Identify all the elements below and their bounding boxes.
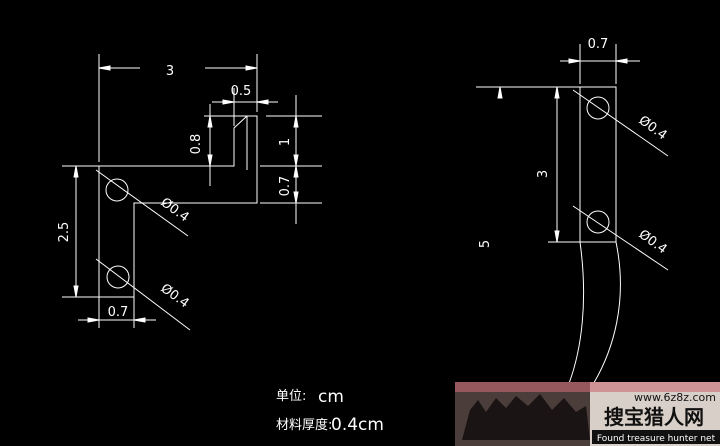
- left-part: [62, 54, 322, 331]
- bottom-dim-arrow-right: [133, 317, 146, 323]
- notch-dim-arrow-right: [256, 99, 269, 105]
- height-dim-arrow-top: [73, 165, 79, 178]
- thickness-value: 0.4cm: [331, 415, 384, 435]
- right-upper-dim-label: 1: [278, 138, 293, 146]
- right-part: [476, 44, 669, 387]
- notch-height-arrow-top: [207, 115, 213, 128]
- right-lower-hole: [586, 210, 610, 234]
- right-top-dim-arrow-right: [615, 58, 628, 64]
- thickness-label: 材料厚度:: [276, 417, 332, 433]
- watermark-tagline: Found treasure hunter net: [597, 434, 716, 444]
- left-lower-hole-leader: [95, 258, 191, 331]
- notch-dim-arrow-left: [222, 99, 235, 105]
- right-lower-hole-leader: [572, 205, 669, 271]
- right-upper-hole: [586, 96, 610, 120]
- left-lower-hole: [106, 265, 130, 289]
- right-top-dim-label: 0.7: [588, 37, 609, 52]
- hole-spacing-arrow-top: [554, 86, 560, 99]
- watermark-url: www.6z8z.com: [634, 391, 716, 404]
- watermark-sky-band: [455, 382, 720, 392]
- left-upper-hole: [105, 178, 129, 202]
- watermark-brand: 搜宝猎人网: [604, 405, 704, 429]
- right-total-height-label: 5: [478, 240, 493, 248]
- total-height-arrow-top: [497, 86, 503, 99]
- right-dim-arrow-2: [293, 154, 299, 167]
- right-part-rect: [579, 86, 617, 243]
- left-upper-hole-leader: [95, 169, 189, 237]
- unit-label: 单位:: [276, 389, 306, 404]
- left-part-outline: [98, 115, 258, 298]
- height-dim-arrow-bot: [73, 285, 79, 298]
- watermark-silhouette: [462, 394, 590, 440]
- left-top-dim-arrow-left: [98, 65, 111, 71]
- right-dim-arrow-3: [293, 165, 299, 178]
- right-dim-arrow-4: [293, 191, 299, 204]
- notch-height-arrow-bot: [207, 154, 213, 167]
- left-dim-width-label: 3: [166, 64, 174, 79]
- left-height-dim-label: 2.5: [57, 222, 72, 243]
- left-top-dim-arrow-right: [245, 65, 258, 71]
- left-bottom-dim-label: 0.7: [108, 305, 129, 320]
- watermark-tagline-bar: [592, 430, 720, 444]
- bottom-dim-arrow-left: [87, 317, 100, 323]
- watermark-badge: www.6z8z.com 搜宝猎人网 Found treasure hunter…: [455, 382, 720, 446]
- unit-value: cm: [318, 387, 344, 407]
- notch-dim-label: 0.5: [231, 84, 252, 99]
- right-upper-hole-leader: [572, 89, 669, 157]
- notch-height-label: 0.8: [189, 134, 204, 155]
- right-dim-arrow-1: [293, 115, 299, 128]
- right-lower-dim-label: 0.7: [278, 176, 293, 197]
- right-top-dim-arrow-left: [568, 58, 581, 64]
- right-hole-spacing-label: 3: [536, 170, 551, 178]
- hole-spacing-arrow-bot: [554, 230, 560, 243]
